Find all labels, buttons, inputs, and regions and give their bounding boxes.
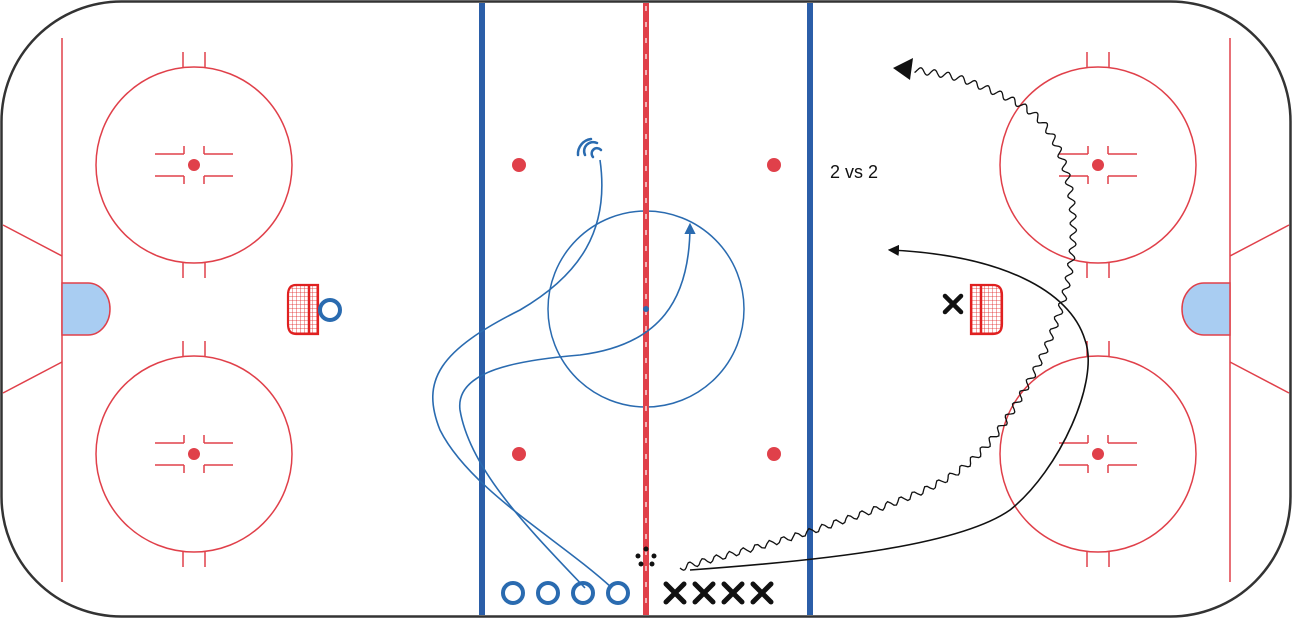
faceoff-dot-right-bottom (1092, 448, 1104, 460)
x-player-icon (692, 581, 716, 605)
center-faceoff-dot (643, 306, 649, 312)
faceoff-circle-right-bottom (999, 341, 1197, 567)
circle-o-player-icon (571, 581, 595, 605)
x-player-icon (750, 581, 774, 605)
x-player-icon (663, 581, 687, 605)
drill-annotation: 2 vs 2 (830, 162, 878, 182)
faceoff-circle-left-bottom (95, 341, 293, 567)
o-player-line (501, 581, 630, 605)
circle-o-player-icon (501, 581, 525, 605)
circle-o-player-icon (606, 581, 630, 605)
blue-line-left (479, 3, 485, 615)
x-player-line (663, 581, 774, 605)
shot-arc-icon (576, 137, 603, 159)
trapezoid-left (2, 224, 63, 394)
o-skate-path-2 (459, 222, 696, 589)
faceoff-dot-left-bottom (188, 448, 200, 460)
x-skate-path (689, 244, 1089, 571)
goal-crease-right (1181, 282, 1231, 336)
faceoff-dot-right-top (1092, 159, 1104, 171)
x-player-icon (942, 293, 964, 315)
trapezoid-right (1229, 224, 1290, 394)
neutral-dot-left-bottom (512, 447, 526, 461)
x-puck-carry-arrowhead (893, 58, 913, 80)
neutral-dot-right-top (767, 158, 781, 172)
goal-crease-left (61, 282, 111, 336)
x-player-icon (721, 581, 745, 605)
x-puck-carry-path (679, 67, 1078, 571)
pucks-icon (635, 546, 657, 567)
neutral-dot-left-top (512, 158, 526, 172)
faceoff-circle-left-top (95, 52, 293, 278)
circle-o-player-icon (536, 581, 560, 605)
faceoff-circle-right-top (999, 52, 1197, 278)
hockey-net-icon (286, 283, 320, 336)
o-skate-path-1 (432, 159, 613, 589)
faceoff-dot-left-top (188, 159, 200, 171)
hockey-net-icon (969, 283, 1004, 336)
blue-line-right (807, 3, 813, 615)
neutral-dot-right-bottom (767, 447, 781, 461)
circle-o-player-icon (318, 298, 342, 322)
